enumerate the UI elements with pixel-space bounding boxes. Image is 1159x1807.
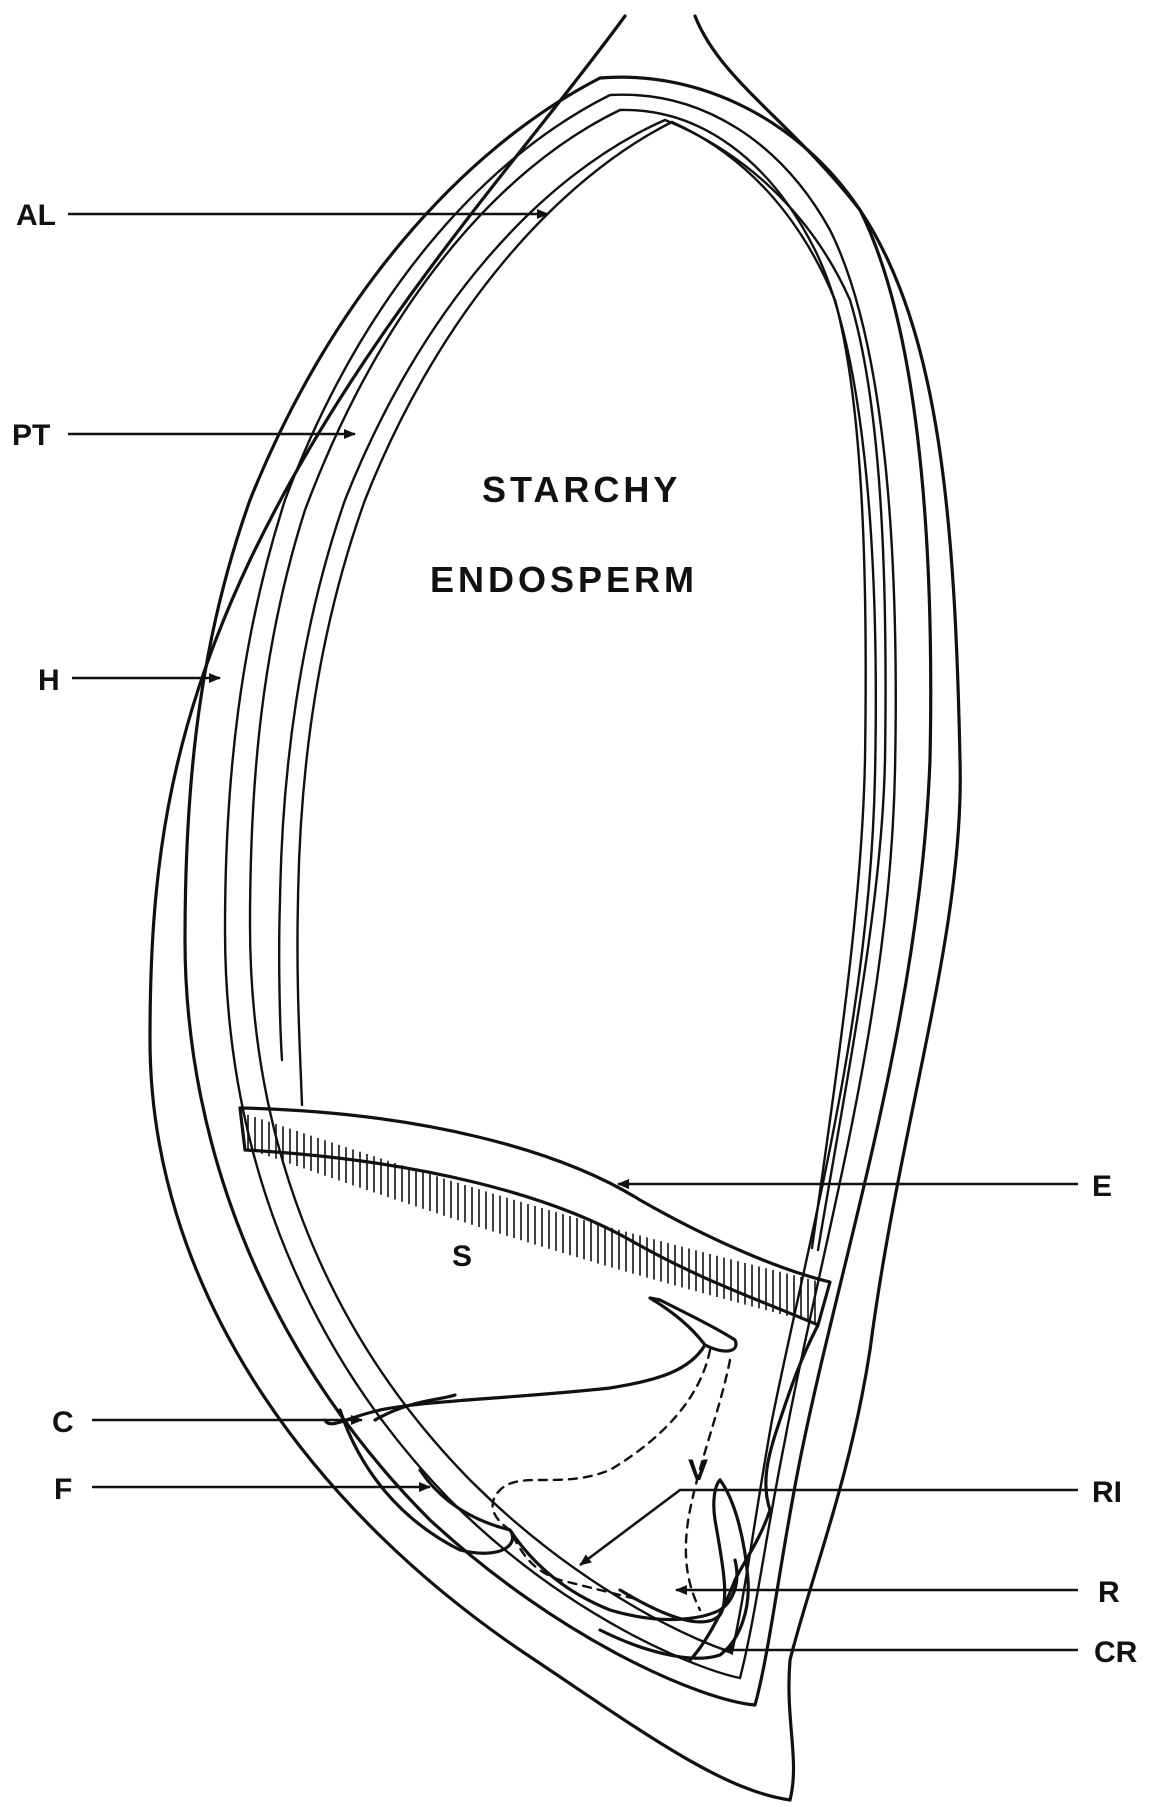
coleorhiza [600, 1480, 748, 1658]
label-pt: PT [12, 419, 50, 452]
endosperm-boundary [297, 122, 672, 1105]
label-h: H [38, 664, 60, 697]
label-v: V [688, 1454, 708, 1487]
scutellum-body [325, 1345, 705, 1424]
scutellum-tip [650, 1298, 736, 1351]
embryo-base [510, 1530, 737, 1619]
label-ri: RI [1092, 1476, 1122, 1509]
endosperm-boundary-right [672, 122, 866, 1248]
pericarp-layer [225, 95, 896, 1678]
label-starchy: STARCHY [482, 469, 681, 510]
label-e: E [1092, 1170, 1112, 1203]
label-r: R [1098, 1576, 1120, 1609]
label-c: C [52, 1406, 74, 1439]
label-endosperm: ENDOSPERM [430, 559, 698, 600]
label-cr: CR [1094, 1636, 1138, 1669]
hull-outer-left [150, 16, 790, 1800]
label-s: S [452, 1240, 472, 1273]
label-f: F [54, 1473, 72, 1506]
radicle-outline [620, 1480, 725, 1622]
label-al: AL [16, 199, 56, 232]
hull-inner [185, 77, 931, 1705]
